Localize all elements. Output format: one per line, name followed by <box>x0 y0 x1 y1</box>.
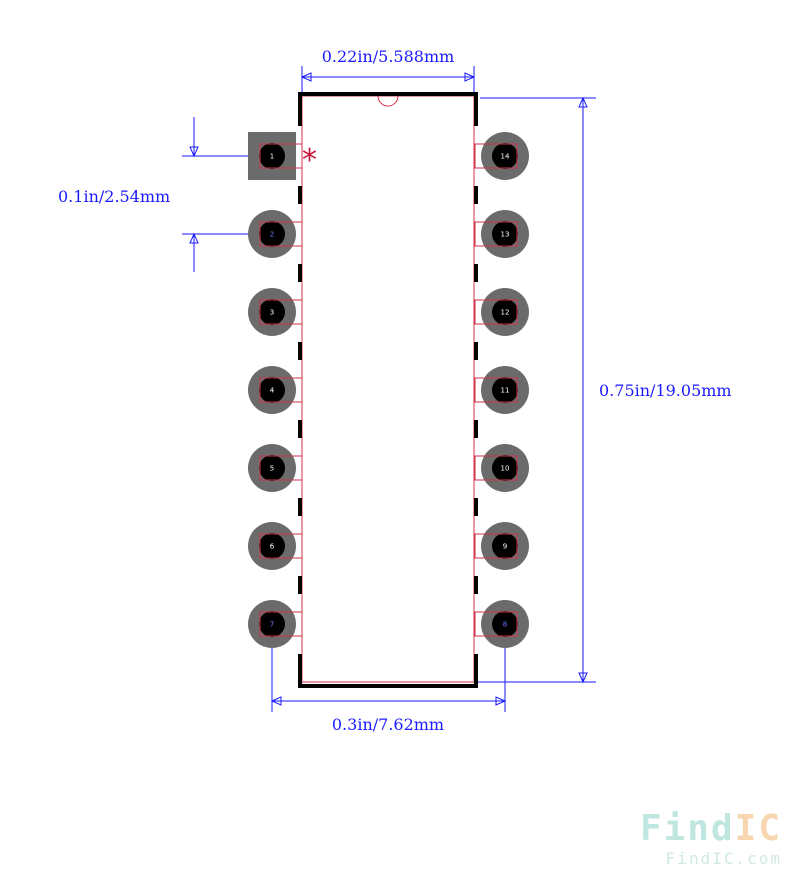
pin-number: 11 <box>501 387 510 395</box>
pin1-marker: * <box>302 143 317 178</box>
dim-top-width-label: 0.22in/5.588mm <box>322 47 455 66</box>
pad-1: 1 <box>248 132 303 180</box>
pad-10: 10 <box>474 444 529 492</box>
dim-pitch-label: 0.1in/2.54mm <box>58 187 170 206</box>
lead-outline <box>259 221 303 247</box>
pad-drill <box>259 611 285 637</box>
pad-drill <box>492 533 518 559</box>
lead-outline <box>259 143 303 169</box>
lead-outline <box>259 377 303 403</box>
dim-height: 0.75in/19.05mm <box>388 96 732 684</box>
pad-drill <box>492 143 518 169</box>
pin-number: 7 <box>270 621 274 629</box>
pad-drill <box>259 143 285 169</box>
pad-5: 5 <box>248 444 303 492</box>
lead-outline <box>474 143 518 169</box>
pin-number: 8 <box>503 621 507 629</box>
pad-drill <box>492 299 518 325</box>
logo-ic-text: IC <box>734 808 782 849</box>
pad-drill <box>259 377 285 403</box>
lead-outline <box>259 299 303 325</box>
pad-6: 6 <box>248 522 303 570</box>
lead-outline <box>259 533 303 559</box>
pad-drill <box>492 455 518 481</box>
pad-7: 7 <box>248 600 303 648</box>
findic-logo: FindIC <box>640 811 782 847</box>
pin-number: 14 <box>501 153 510 161</box>
lead-outline <box>474 221 518 247</box>
pad-drill <box>259 455 285 481</box>
pad-2: 2 <box>248 210 303 258</box>
pad-drill <box>259 299 285 325</box>
pad-drill <box>259 533 285 559</box>
pin-number: 5 <box>270 465 274 473</box>
lead-outline <box>259 611 303 637</box>
pin-number: 13 <box>501 231 510 239</box>
pad-9: 9 <box>474 522 529 570</box>
pad-drill <box>492 611 518 637</box>
pin-number: 9 <box>503 543 507 551</box>
pad-8: 8 <box>474 600 529 648</box>
pad-14: 14 <box>474 132 529 180</box>
pin1-notch <box>377 95 399 107</box>
logo-find-text: Find <box>639 808 735 849</box>
pad-4: 4 <box>248 366 303 414</box>
lead-outline <box>474 455 518 481</box>
pad-12: 12 <box>474 288 529 336</box>
pad-drill <box>492 221 518 247</box>
pin-number: 2 <box>270 231 274 239</box>
lead-outline <box>474 533 518 559</box>
dim-height-label: 0.75in/19.05mm <box>599 381 732 400</box>
pin-number: 12 <box>501 309 510 317</box>
lead-outline <box>259 455 303 481</box>
pin-number: 4 <box>270 387 275 395</box>
pad-3: 3 <box>248 288 303 336</box>
lead-outline <box>474 611 518 637</box>
pin-number: 1 <box>270 153 274 161</box>
pad-drill <box>492 377 518 403</box>
dim-row-spacing-label: 0.3in/7.62mm <box>332 715 444 734</box>
dim-pitch: 0.1in/2.54mm <box>58 117 272 272</box>
pin-number: 3 <box>270 309 274 317</box>
pin-number: 6 <box>270 543 275 551</box>
lead-outline <box>474 299 518 325</box>
pad-drill <box>259 221 285 247</box>
findic-watermark: FindIC FindIC.com <box>640 811 782 869</box>
dim-top-width: 0.22in/5.588mm <box>300 47 476 92</box>
silkscreen-body <box>298 92 478 688</box>
pad-11: 11 <box>474 366 529 414</box>
findic-url: FindIC.com <box>665 849 782 868</box>
pad-13: 13 <box>474 210 529 258</box>
package-outline <box>301 95 475 683</box>
pin-number: 10 <box>501 465 510 473</box>
lead-outline <box>474 377 518 403</box>
